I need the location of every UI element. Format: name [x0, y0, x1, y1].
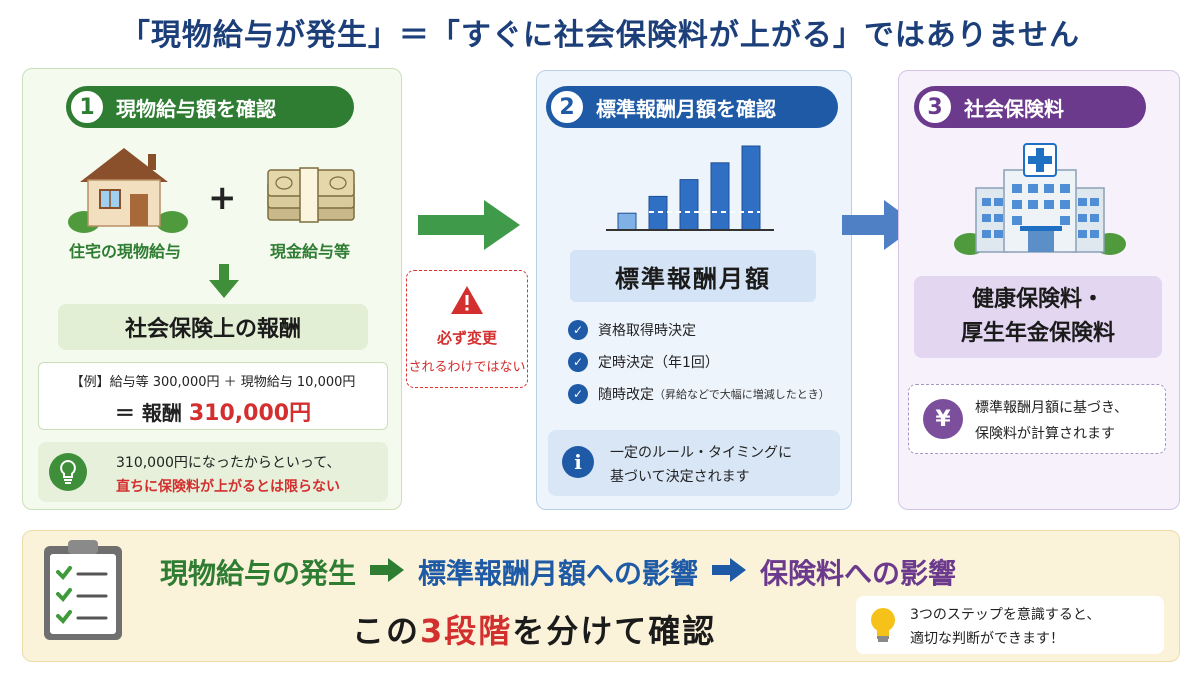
yen-box: ¥ 標準報酬月額に基づき、 保険料が計算されます [908, 384, 1166, 454]
check-icon: ✓ [568, 320, 588, 340]
tip1-line2: 直ちに保険料が上がるとは限らない [116, 479, 340, 495]
bar-5 [741, 145, 761, 231]
reward-box: 社会保険上の報酬 [58, 304, 368, 350]
tip1-line1: 310,000円になったからといって、 [116, 455, 341, 471]
info-icon: i [562, 446, 594, 478]
info-line2: 基づいて決定されます [610, 469, 750, 485]
check-icon: ✓ [568, 352, 588, 372]
step1-number: 1 [68, 88, 106, 126]
check-note: （昇給などで大幅に増減したとき） [654, 388, 830, 401]
money-icon [262, 160, 362, 234]
flow-step3: 保険料への影響 [760, 557, 957, 590]
step3-header: 3 社会保険料 [914, 86, 1146, 128]
bar-2 [648, 195, 668, 231]
check-text: 定時決定（年1回） [598, 355, 719, 371]
conclusion: この3段階を分けて確認 [352, 606, 716, 652]
page-title: 「現物給与が発生」＝「すぐに社会保険料が上がる」ではありません [119, 18, 1081, 53]
house-label: 住宅の現物給与 [68, 242, 181, 261]
summary-flow: 現物給与の発生 標準報酬月額への影響 保険料への影響 [160, 552, 956, 592]
bar-1 [617, 212, 637, 231]
caution-box: 必ず変更 されるわけではない [406, 270, 528, 388]
hospital-icon [952, 140, 1128, 264]
bar-3 [679, 179, 699, 231]
yen-line1: 標準報酬月額に基づき、 [975, 400, 1129, 416]
yen-icon: ¥ [923, 399, 963, 439]
lightbulb-icon [868, 606, 898, 648]
insurance-line1: 健康保険料・ [971, 287, 1104, 312]
step1-tip: 310,000円になったからといって、 直ちに保険料が上がるとは限らない [38, 442, 388, 502]
example-box: 【例】給与等 300,000円 ＋ 現物給与 10,000円 ＝ 報酬 310,… [38, 362, 388, 430]
cash-label: 現金給与等 [269, 242, 350, 261]
clipboard-icon [40, 536, 126, 646]
info-line1: 一定のルール・タイミングに [610, 445, 792, 461]
step3-number: 3 [916, 88, 954, 126]
step1-panel [22, 68, 402, 510]
arrow-right-icon [712, 556, 747, 589]
step3-label: 社会保険料 [964, 96, 1064, 121]
flow-step2: 標準報酬月額への影響 [418, 557, 699, 590]
check-text: 資格取得時決定 [598, 323, 696, 339]
arrow-right-icon [418, 200, 520, 254]
step1-label: 現物給与額を確認 [116, 96, 276, 121]
insurance-line2: 厚生年金保険料 [960, 321, 1115, 346]
info-box: i 一定のルール・タイミングに 基づいて決定されます [548, 430, 840, 496]
insurance-box: 健康保険料・ 厚生年金保険料 [914, 276, 1162, 358]
yen-line2: 保険料が計算されます [975, 426, 1115, 442]
example-line: 【例】給与等 300,000円 ＋ 現物給与 10,000円 [70, 375, 356, 390]
conclude-pre: この [352, 612, 421, 650]
step2-header: 2 標準報酬月額を確認 [546, 86, 838, 128]
caution-line1: 必ず変更 [436, 329, 497, 347]
step2-label: 標準報酬月額を確認 [596, 96, 776, 121]
step2-number: 2 [548, 88, 586, 126]
standard-monthly-box: 標準報酬月額 [570, 250, 816, 302]
arrow-right-icon [370, 556, 405, 589]
example-value: 310,000円 [188, 401, 312, 426]
check-icon: ✓ [568, 384, 588, 404]
plus-sign: + [208, 178, 237, 218]
example-result: ＝ 報酬 310,000円 [39, 395, 387, 427]
check-item-2: ✓ 定時決定（年1回） [568, 352, 719, 372]
bottom-tip-line1: 3つのステップを意識すると、 [910, 607, 1101, 623]
conclude-num: 3段階 [420, 612, 513, 650]
bar-chart-icon [606, 145, 774, 231]
check-item-1: ✓ 資格取得時決定 [568, 320, 696, 340]
check-text: 随時改定 [598, 387, 654, 403]
lightbulb-icon [48, 452, 88, 496]
check-item-3: ✓ 随時改定 （昇給などで大幅に増減したとき） [568, 384, 830, 404]
flow-step1: 現物給与の発生 [160, 557, 357, 590]
bar-4 [710, 162, 730, 231]
conclude-post: を分けて確認 [512, 612, 717, 650]
bottom-tip: 3つのステップを意識すると、 適切な判断ができます！ [856, 596, 1164, 654]
down-arrow-icon [209, 264, 239, 302]
step1-header: 1 現物給与額を確認 [66, 86, 354, 128]
example-eq: ＝ 報酬 [114, 401, 182, 425]
warning-icon [450, 285, 484, 319]
bottom-tip-line2: 適切な判断ができます！ [910, 631, 1064, 647]
caution-line2: されるわけではない [408, 360, 526, 375]
house-icon [62, 140, 192, 238]
